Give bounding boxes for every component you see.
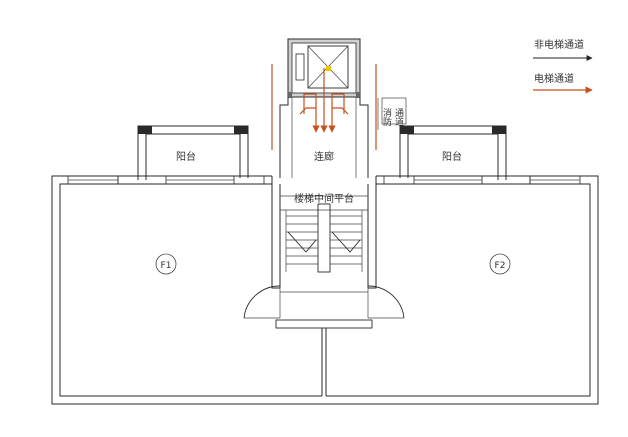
- corridor-walls: [279, 97, 407, 178]
- corridor-label: 连廊: [314, 150, 334, 163]
- outer-walls: [51, 175, 599, 405]
- balcony-left: [137, 125, 249, 180]
- unit-right-tag: F2: [489, 253, 511, 275]
- elevator-routes: [271, 64, 377, 150]
- stairwell: [271, 176, 377, 289]
- balcony-left-label: 阳台: [176, 150, 196, 163]
- unit-left-tag: F1: [155, 253, 177, 275]
- fire-channel-box: [381, 97, 407, 125]
- elevator-core: [287, 38, 361, 98]
- counterweight: [295, 53, 305, 81]
- legend-elevator-label: 电梯通道: [534, 72, 574, 85]
- balcony-right: [399, 125, 507, 180]
- unit-right-label: F2: [495, 261, 506, 271]
- stair-landing-label: 楼梯中间平台: [294, 192, 354, 205]
- legend-non-elevator-label: 非电梯通道: [534, 38, 584, 51]
- elevator-marker: [326, 66, 331, 71]
- balcony-right-label: 阳台: [442, 150, 462, 163]
- legend: 非电梯通道 电梯通道: [533, 38, 593, 94]
- fire-channel-label-2: 通道: [393, 108, 404, 127]
- fire-channel-label-1: 消防: [381, 107, 392, 127]
- entrance: [243, 285, 405, 329]
- elevator-car: [307, 45, 349, 89]
- unit-left-label: F1: [161, 261, 172, 271]
